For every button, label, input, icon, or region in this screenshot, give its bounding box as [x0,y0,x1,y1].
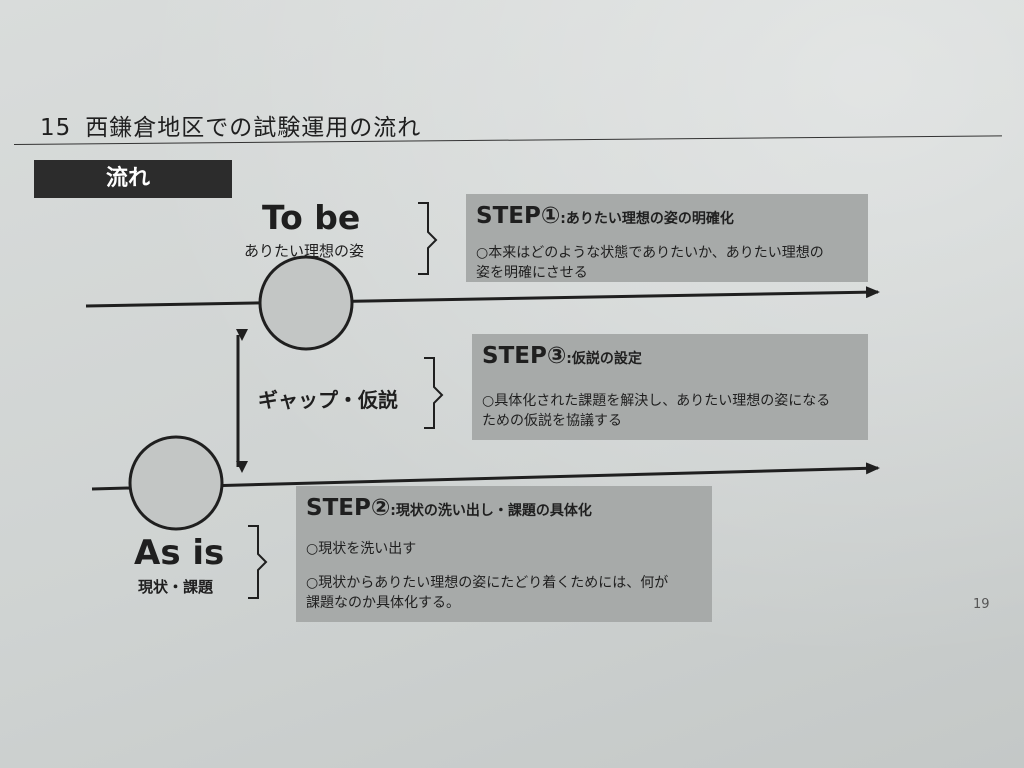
step3-line-2: ための仮説を協議する [482,413,622,429]
step3-box: STEP③:仮説の設定 ○具体化された課題を解決し、ありたい理想の姿になる ため… [472,334,868,440]
as-is-subtitle: 現状・課題 [138,578,214,596]
step1-head: STEP① [476,203,561,229]
as-is-circle [128,435,224,531]
step3-line-1: ○具体化された課題を解決し、ありたい理想の姿になる [482,393,831,409]
step2-box: STEP②:現状の洗い出し・課題の具体化 ○現状を洗い出す ○現状からありたい理… [296,486,712,622]
step1-line-1: ○本来はどのような状態でありたいか、ありたい理想の [476,245,824,261]
step1-title: STEP①:ありたい理想の姿の明確化 [476,202,858,233]
step3-subtitle: :仮説の設定 [566,351,642,367]
step2-line-2: ○現状からありたい理想の姿にたどり着くためには、何が [306,575,669,591]
to-be-title: To be [262,198,361,237]
to-be-timeline-arrow [85,286,880,308]
flow-label: 流れ [34,160,232,198]
step1-line-2: 姿を明確にさせる [476,265,588,281]
section-title: 西鎌倉地区での試験運用の流れ [85,115,422,141]
step2-line-3: 課題なのか具体化する。 [306,595,460,611]
step2-title: STEP②:現状の洗い出し・課題の具体化 [306,494,702,525]
section-number: 15 [40,115,72,141]
step2-line-1: ○現状を洗い出す [306,541,417,557]
step1-subtitle: :ありたい理想の姿の明確化 [560,211,734,227]
page-heading: 15 西鎌倉地区での試験運用の流れ [40,108,421,142]
to-be-circle [258,255,354,351]
to-be-brace [418,202,438,275]
step2-subtitle: :現状の洗い出し・課題の具体化 [390,503,592,519]
step3-head: STEP③ [482,343,567,369]
gap-label: ギャップ・仮説 [258,388,398,412]
step1-box: STEP①:ありたい理想の姿の明確化 ○本来はどのような状態でありたいか、ありた… [466,194,868,282]
gap-brace [424,357,444,429]
page-number: 19 [973,597,990,612]
step2-head: STEP② [306,495,391,521]
as-is-brace [248,525,268,599]
to-be-subtitle: ありたい理想の姿 [244,242,365,260]
step3-title: STEP③:仮説の設定 [482,342,858,373]
as-is-title: As is [134,533,225,573]
